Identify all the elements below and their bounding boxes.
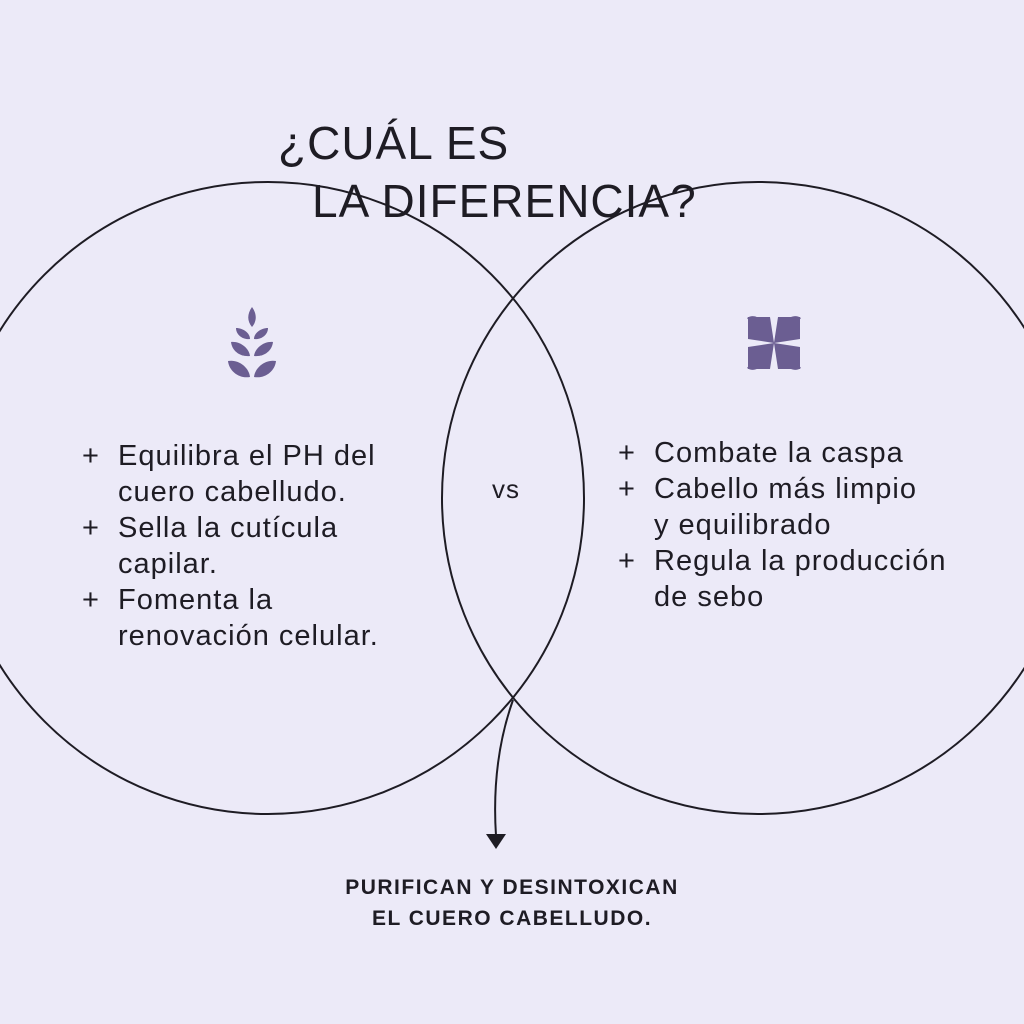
benefit-line: Equilibra el PH del bbox=[118, 440, 376, 472]
arrow-down-icon bbox=[486, 834, 506, 849]
benefit-line: Sella la cutícula bbox=[118, 512, 339, 544]
left-benefits-list: Equilibra el PH del cuero cabelludo. Sel… bbox=[82, 438, 442, 654]
list-item: Equilibra el PH del cuero cabelludo. bbox=[82, 438, 442, 510]
shared-benefit: PURIFICAN Y DESINTOXICAN EL CUERO CABELL… bbox=[262, 872, 762, 934]
benefit-line: capilar. bbox=[118, 548, 218, 580]
list-item: Fomenta la renovación celular. bbox=[82, 582, 442, 654]
benefit-line: de sebo bbox=[654, 581, 765, 613]
benefit-line: Regula la producción bbox=[654, 545, 947, 577]
shared-benefit-line-1: PURIFICAN Y DESINTOXICAN bbox=[345, 876, 679, 899]
right-circle bbox=[441, 181, 1024, 815]
benefit-line: y equilibrado bbox=[654, 509, 832, 541]
list-item: Sella la cutícula capilar. bbox=[82, 510, 442, 582]
connector-arrow-line bbox=[494, 699, 514, 837]
list-item: Cabello más limpio y equilibrado bbox=[618, 471, 1008, 543]
benefit-line: Cabello más limpio bbox=[654, 473, 917, 505]
shared-benefit-line-2: EL CUERO CABELLUDO. bbox=[371, 907, 653, 930]
title-line-1: ¿CUÁL ES bbox=[278, 117, 510, 169]
vs-label: vs bbox=[492, 474, 520, 504]
four-petal-flower-icon bbox=[747, 316, 801, 370]
list-item: Combate la caspa bbox=[618, 435, 1008, 471]
list-item: Regula la producción de sebo bbox=[618, 543, 1008, 615]
right-benefits-list: Combate la caspa Cabello más limpio y eq… bbox=[618, 435, 1008, 615]
benefit-line: renovación celular. bbox=[118, 620, 379, 652]
benefit-line: Combate la caspa bbox=[654, 437, 904, 469]
title-line-2: LA DIFERENCIA? bbox=[312, 175, 697, 227]
wheat-icon bbox=[228, 307, 276, 378]
benefit-line: cuero cabelludo. bbox=[118, 476, 347, 508]
benefit-line: Fomenta la bbox=[118, 584, 274, 616]
left-circle bbox=[0, 181, 585, 815]
